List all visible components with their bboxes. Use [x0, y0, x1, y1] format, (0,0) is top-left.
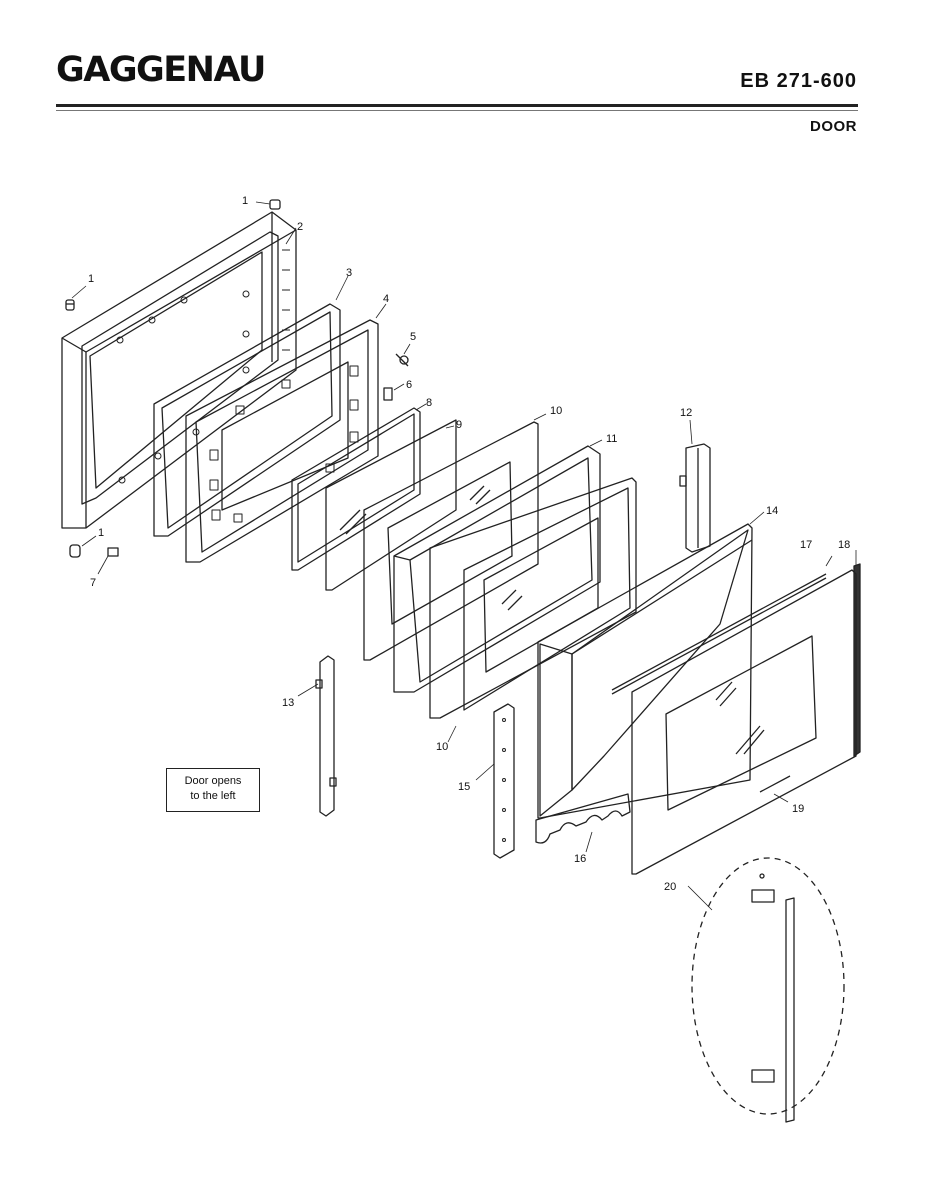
callout-19: 19	[792, 803, 804, 815]
callout-6: 6	[406, 379, 412, 391]
callout-1-left: 1	[88, 273, 94, 285]
callout-11: 11	[606, 433, 617, 445]
part-17-strip	[611, 573, 827, 695]
callout-20: 20	[664, 881, 676, 893]
part-18-side-strip	[853, 563, 861, 757]
part-7-bracket	[107, 547, 119, 557]
part-10-glass-frame	[429, 477, 637, 719]
callout-1-top: 1	[242, 195, 248, 207]
callout-15: 15	[458, 781, 470, 793]
part-1-screw-top	[269, 199, 281, 210]
part-1-screw-left	[65, 299, 75, 311]
part-6-clip	[383, 387, 393, 401]
part-5-fastener	[395, 353, 409, 367]
section-title: DOOR	[810, 118, 857, 135]
callout-14: 14	[766, 505, 778, 517]
brand-logo: GAGGENAU	[56, 50, 266, 90]
part-3-gasket	[153, 303, 341, 537]
part-4-inner-frame	[185, 319, 379, 563]
part-9-inner-glass	[325, 419, 457, 591]
callout-9: 9	[456, 419, 462, 431]
leader-lines	[71, 201, 857, 911]
note-line-2: to the left	[190, 790, 236, 802]
callout-4: 4	[383, 293, 389, 305]
callout-3: 3	[346, 267, 352, 279]
note-line-1: Door opens	[184, 775, 242, 787]
callout-16: 16	[574, 853, 586, 865]
part-14-outer-panel	[537, 523, 753, 819]
part-16-bottom-trim	[535, 793, 631, 844]
part-2-door-frame	[61, 211, 297, 529]
callout-12: 12	[680, 407, 692, 419]
callout-5: 5	[410, 331, 416, 343]
callout-8: 8	[426, 397, 432, 409]
part-1-screw-bottom	[69, 544, 81, 558]
part-11-intermediate-frame	[393, 445, 601, 693]
header-rule	[56, 104, 858, 107]
callout-18: 18	[838, 539, 850, 551]
callout-13: 13	[282, 697, 294, 709]
part-8-seal-frame	[291, 407, 421, 571]
callout-2: 2	[297, 221, 303, 233]
header-rule-thin	[56, 110, 858, 111]
part-13-hinge-rail	[315, 655, 337, 817]
door-direction-note: Door opens to the left	[166, 768, 260, 812]
callout-17: 17	[800, 539, 812, 551]
callout-1-bottom: 1	[98, 527, 104, 539]
part-12-side-rail	[679, 443, 711, 553]
part-10-glass-pane	[363, 421, 539, 661]
callout-10-bottom: 10	[436, 741, 448, 753]
part-19-outer-glass	[631, 569, 857, 875]
model-number: EB 271-600	[740, 70, 857, 92]
part-15-strip	[493, 703, 515, 859]
callout-7: 7	[90, 577, 96, 589]
callout-10-top: 10	[550, 405, 562, 417]
part-20-handle-set	[691, 857, 845, 1123]
